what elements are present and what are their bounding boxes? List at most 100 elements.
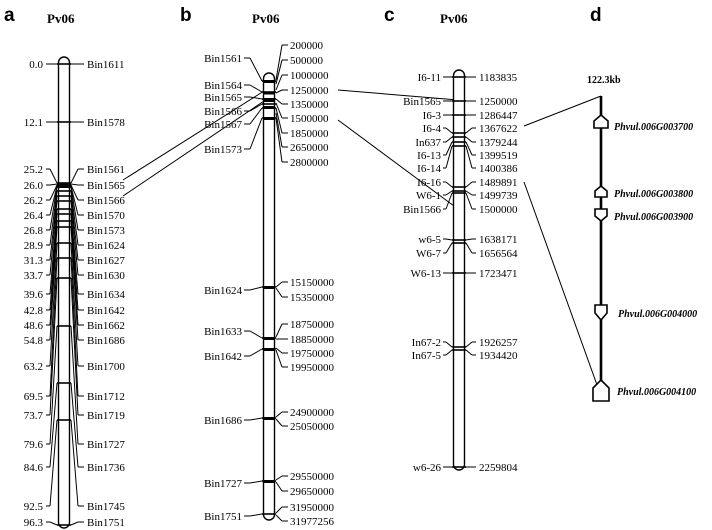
band-b-2 [263, 92, 275, 95]
leader-c-right-diag-11 [465, 242, 473, 254]
marker-name-a: Bin1727 [87, 439, 125, 451]
marker-name-c: In637 [415, 137, 441, 149]
marker-name-a: Bin1561 [87, 164, 125, 176]
marker-name-c: In67-5 [412, 350, 442, 362]
gene-label-1: Phvul.006G003700 [614, 122, 693, 133]
marker-position-a: 63.2 [24, 361, 43, 373]
leader-b-right-diag-5 [275, 102, 283, 119]
marker-name-c: w6-26 [413, 462, 442, 474]
position-label-b: 25050000 [290, 421, 335, 433]
leader-a-right-diag-13 [70, 226, 79, 341]
leader-a-left-diag-15 [49, 257, 58, 397]
leader-a-right-diag-20 [70, 521, 79, 526]
leader-b-right-diag-15 [275, 411, 283, 418]
leader-c-right-diag-4 [465, 136, 473, 143]
marker-name-a: Bin1624 [87, 240, 125, 252]
connector-c-d [523, 95, 602, 397]
leader-c-right-diag-8 [465, 190, 473, 196]
marker-position-a: 54.8 [24, 335, 44, 347]
bin-label-b: Bin1751 [204, 511, 242, 523]
marker-name-a: Bin1627 [87, 255, 125, 267]
leader-a-right-diag-16 [70, 277, 79, 416]
band-b-3 [263, 98, 275, 102]
leader-a-left-diag-9 [49, 200, 58, 276]
position-label-b: 200000 [290, 40, 324, 52]
marker-name-a: Bin1642 [87, 305, 125, 317]
marker-position-a: 26.8 [24, 225, 44, 237]
gene-arrow-down-3 [594, 208, 608, 223]
bin-label-b: Bin1566 [204, 106, 242, 118]
marker-name-c: I6-11 [418, 72, 441, 84]
position-label-b: 24900000 [290, 407, 335, 419]
leader-b-right-diag-9 [275, 281, 283, 288]
marker-name-a: Bin1573 [87, 225, 125, 237]
leader-b-left-diag-8 [249, 348, 263, 357]
position-label-b: 18850000 [290, 334, 335, 346]
leader-c-right-diag-9 [465, 192, 473, 210]
leader-b-left-diag-10 [249, 480, 263, 484]
position-label-b: 1350000 [290, 99, 329, 111]
leader-a-right-diag-19 [70, 419, 79, 507]
leader-b-left-diag-1 [249, 84, 263, 93]
marker-name-a: Bin1751 [87, 517, 125, 529]
leader-b-right-diag-3 [275, 89, 283, 94]
marker-name-a: Bin1662 [87, 320, 125, 332]
panel-b: b Pv06 Bin1561Bin1564Bin1565Bin1566Bin15… [180, 5, 335, 528]
marker-name-a: Bin1712 [87, 391, 125, 403]
leader-c-left-diag-9 [445, 192, 453, 210]
position-label-b: 15350000 [290, 292, 335, 304]
leader-a-right-diag-17 [70, 325, 79, 445]
gene-label-3: Phvul.006G003900 [614, 212, 693, 223]
leader-a-left-diag-4 [49, 184, 58, 201]
leader-c-left-diag-3 [445, 127, 453, 134]
position-label-b: 19950000 [290, 362, 335, 374]
leader-b-left-diag-2 [249, 96, 263, 100]
interval-size: 122.3kb [587, 75, 621, 86]
leader-b-right-diag-13 [275, 347, 283, 354]
bin-label-b: Bin1633 [204, 326, 242, 338]
marker-position-c: 1500000 [479, 204, 518, 216]
leader-a-left-diag-13 [49, 226, 58, 341]
panel-a-title: Pv06 [47, 11, 75, 26]
leader-a-right-diag-11 [70, 213, 79, 311]
leader-c-right-diag-13 [465, 341, 473, 348]
marker-position-a: 69.5 [24, 391, 44, 403]
bin-label-b: Bin1686 [204, 415, 242, 427]
leader-c-right-diag-14 [465, 349, 473, 356]
gene-arrow-down-4 [594, 304, 608, 322]
marker-name-c: W6-13 [410, 268, 441, 280]
marker-position-a: 92.5 [24, 501, 44, 513]
leader-b-right-diag-7 [275, 112, 283, 148]
position-label-b: 19750000 [290, 348, 335, 360]
leader-b-right-diag-8 [275, 117, 283, 163]
marker-position-c: 1367622 [479, 123, 518, 135]
panel-letter-a: a [4, 5, 15, 26]
leader-b-left-diag-5 [249, 117, 263, 150]
marker-name-c: I6-4 [423, 123, 442, 135]
leader-b-left-diag-7 [249, 330, 263, 339]
marker-position-c: 1489891 [479, 177, 518, 189]
leader-a-right-diag-15 [70, 257, 79, 397]
marker-name-a: Bin1736 [87, 462, 125, 474]
chromosome-b [262, 72, 276, 521]
leader-b-right-diag-2 [275, 74, 283, 91]
leader-a-right-diag-8 [70, 195, 79, 261]
leader-a-right-diag-3 [70, 183, 79, 186]
gene-arrow-up-2 [594, 184, 608, 198]
leader-a-right-diag-6 [70, 186, 79, 231]
leader-b-left-diag-9 [249, 417, 263, 421]
leader-c-left-diag-10 [445, 238, 453, 241]
leader-a-left-diag-11 [49, 213, 58, 311]
position-label-b: 18750000 [290, 319, 335, 331]
gene-arrow-up-5 [592, 378, 610, 402]
leader-c-left-diag-4 [445, 136, 453, 143]
marker-name-a: Bin1565 [87, 180, 125, 192]
leader-a-left-diag-20 [49, 521, 58, 526]
marker-name-a: Bin1686 [87, 335, 125, 347]
position-label-b: 2650000 [290, 142, 329, 154]
panel-d: d 122.3kb Phvul.006G003700 Phvul.006G003… [587, 5, 697, 402]
position-label-b: 29550000 [290, 471, 335, 483]
marker-position-c: 1638171 [479, 234, 518, 246]
leader-b-left-diag-11 [249, 513, 263, 517]
